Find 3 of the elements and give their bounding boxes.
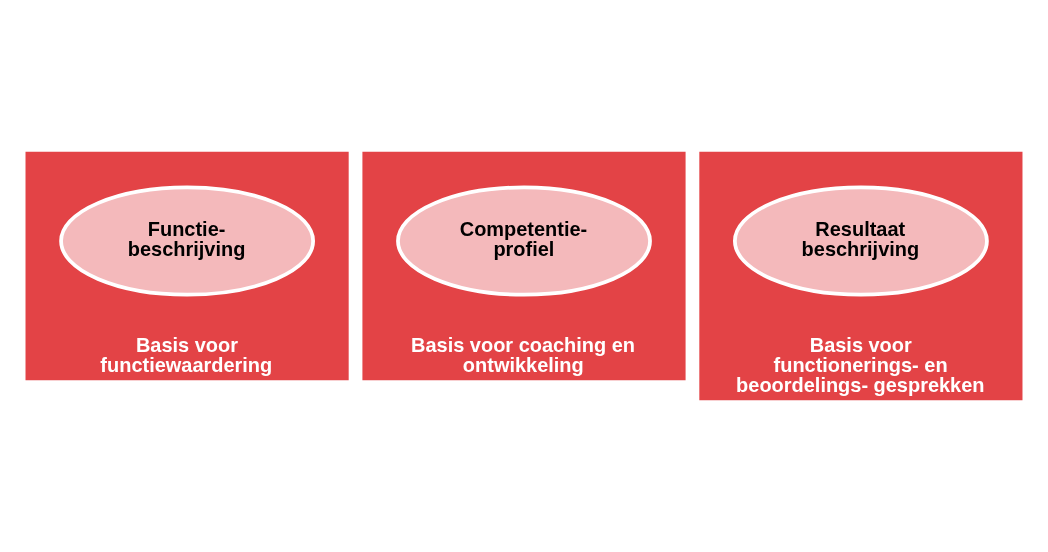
node-ellipse: Functie- beschrijving — [59, 185, 315, 297]
node-ellipse: Competentie- profiel — [396, 185, 652, 297]
node-ellipse: Resultaat beschrijving — [733, 185, 989, 297]
